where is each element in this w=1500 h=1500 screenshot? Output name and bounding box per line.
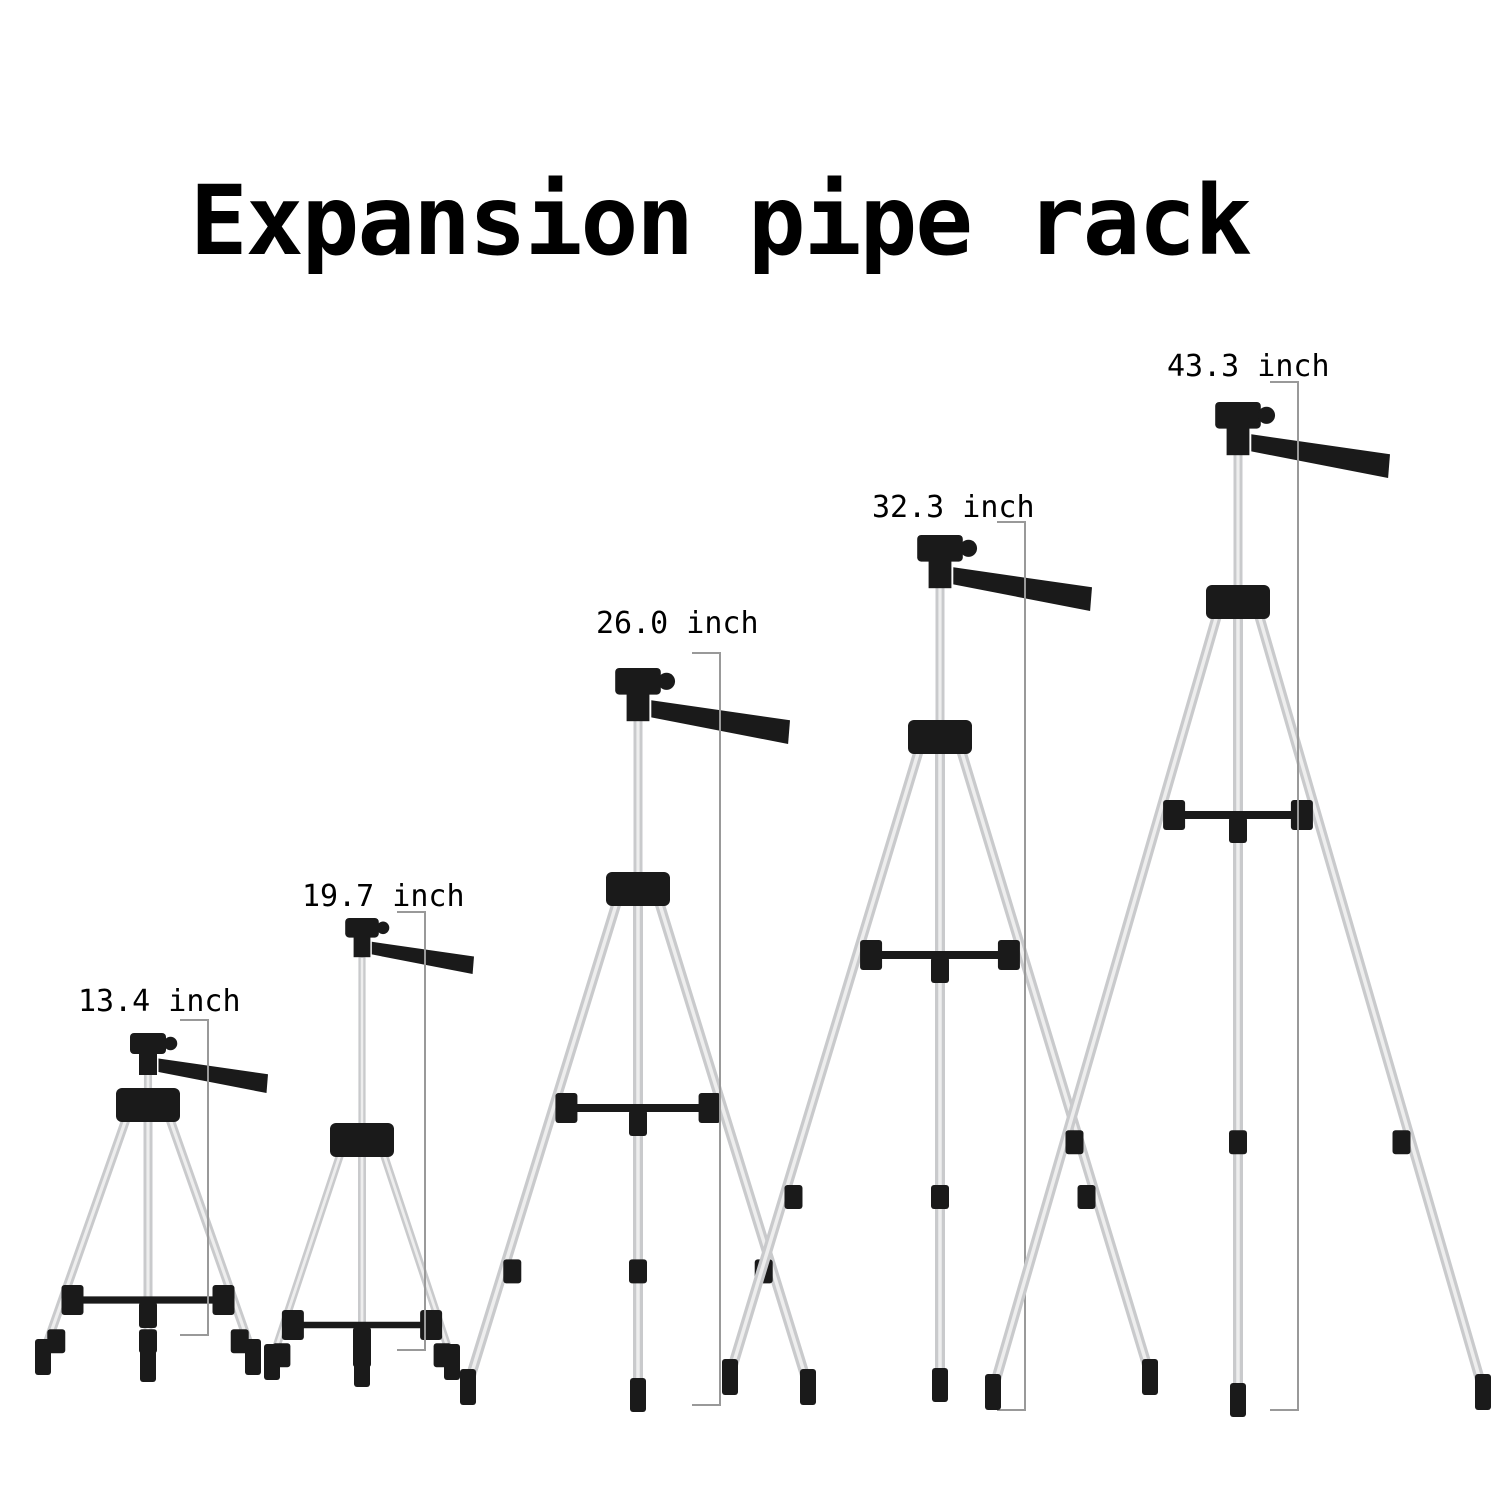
leg-clamp	[1475, 1374, 1491, 1410]
leg-clamp	[800, 1369, 816, 1405]
pan-handle	[1251, 434, 1390, 478]
tripod-leg-highlight	[164, 1107, 255, 1356]
leg-clamp	[1290, 800, 1313, 830]
tripod-2	[264, 911, 474, 1387]
leg-clamp	[1065, 1130, 1084, 1155]
dimension-line	[1270, 381, 1299, 1411]
leg-clamp	[503, 1259, 522, 1284]
dimension-line	[397, 911, 426, 1351]
leg-clamp	[212, 1285, 235, 1315]
leg-clamp	[698, 1093, 721, 1123]
leg-clamp	[444, 1344, 460, 1380]
leg-clamp	[1229, 1130, 1247, 1155]
leg-clamp	[629, 1110, 647, 1136]
pan-handle	[953, 567, 1092, 611]
height-label-43-3: 43.3 inch	[1167, 349, 1330, 384]
tripod-leg-highlight	[728, 739, 924, 1376]
leg-clamp	[784, 1185, 803, 1209]
leg-clamp	[61, 1285, 84, 1315]
leg-clamp	[1142, 1359, 1158, 1395]
page-title: Expansion pipe rack	[189, 165, 1252, 277]
leg-clamp	[230, 1329, 249, 1354]
leg-clamp	[931, 1185, 949, 1209]
leg-clamp	[139, 1329, 157, 1354]
leg-clamp	[722, 1359, 738, 1395]
pan-handle	[371, 941, 474, 974]
head-neck	[139, 1052, 157, 1075]
pan-handle	[158, 1058, 268, 1093]
head-neck	[626, 692, 650, 722]
tripod-leg-highlight	[991, 604, 1222, 1391]
leg-hub	[330, 1123, 394, 1157]
leg-clamp	[1230, 1383, 1246, 1417]
tripod-leg-highlight	[654, 891, 810, 1386]
height-label-19-7: 19.7 inch	[302, 879, 465, 914]
tripod-leg-highlight	[956, 739, 1152, 1376]
head-knob	[163, 1036, 178, 1051]
head-knob	[1257, 406, 1276, 424]
dimension-line	[180, 1019, 209, 1336]
height-label-26-0: 26.0 inch	[596, 606, 759, 641]
leg-clamp	[47, 1329, 66, 1354]
leg-clamp	[1392, 1130, 1411, 1155]
head-knob	[959, 539, 978, 557]
head-neck	[1226, 426, 1250, 456]
head-neck	[928, 559, 952, 589]
tripod-leg-highlight	[1254, 604, 1485, 1391]
head-knob	[657, 672, 676, 690]
leg-clamp	[245, 1339, 261, 1375]
leg-clamp	[630, 1378, 646, 1412]
leg-clamp	[139, 1302, 157, 1328]
leg-hub	[116, 1088, 180, 1122]
pan-head	[130, 1033, 166, 1054]
dimension-line	[692, 652, 721, 1406]
tripod-4	[722, 521, 1158, 1411]
leg-clamp	[264, 1344, 280, 1380]
leg-hub	[908, 720, 972, 754]
leg-clamp	[281, 1310, 304, 1340]
leg-clamp	[997, 940, 1020, 970]
leg-hub	[606, 872, 670, 906]
height-label-13-4: 13.4 inch	[78, 984, 241, 1019]
leg-clamp	[985, 1374, 1001, 1410]
tripod-5	[985, 381, 1491, 1417]
height-label-32-3: 32.3 inch	[872, 490, 1035, 525]
dimension-line	[997, 521, 1026, 1411]
tripod-leg-highlight	[466, 891, 622, 1386]
pan-head	[615, 668, 661, 695]
leg-clamp	[460, 1369, 476, 1405]
head-neck	[353, 936, 371, 958]
pan-head	[345, 918, 379, 938]
leg-clamp	[555, 1093, 578, 1123]
tripod-1	[35, 1019, 268, 1382]
leg-clamp	[140, 1348, 156, 1382]
leg-clamp	[1077, 1185, 1096, 1209]
leg-clamp	[629, 1259, 647, 1284]
leg-clamp	[354, 1353, 370, 1387]
pan-head	[917, 535, 963, 562]
leg-clamp	[35, 1339, 51, 1375]
leg-hub	[1206, 585, 1270, 619]
head-knob	[376, 921, 390, 935]
leg-clamp	[860, 940, 883, 970]
tripod-leg-highlight	[41, 1107, 132, 1356]
tripod-3	[460, 652, 816, 1412]
pan-head	[1215, 402, 1261, 429]
leg-clamp	[1229, 817, 1247, 843]
leg-clamp	[932, 1368, 948, 1402]
leg-clamp	[420, 1310, 443, 1340]
leg-clamp	[931, 957, 949, 983]
leg-clamp	[1163, 800, 1186, 830]
